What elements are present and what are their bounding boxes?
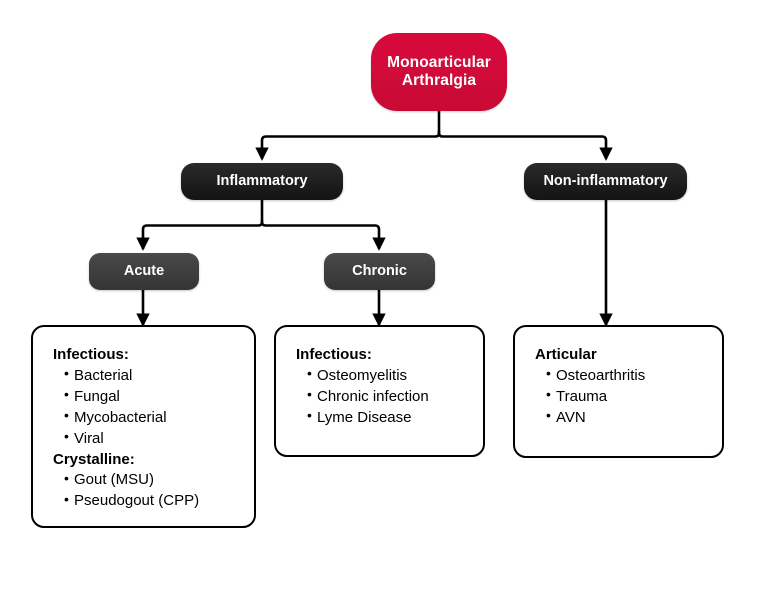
list-item: Fungal	[64, 385, 240, 407]
group-heading: Infectious:	[296, 346, 372, 363]
list-item: Gout (MSU)	[64, 469, 240, 490]
group-item-list: Bacterial Fungal Mycobacterial Viral	[53, 364, 240, 449]
group-item-list: Osteomyelitis Chronic infection Lyme Dis…	[296, 364, 469, 428]
group-heading: Infectious:	[53, 346, 129, 363]
list-item: Trauma	[546, 385, 708, 407]
edge-root-to-inflammatory	[255, 131, 441, 161]
node-root-label: Monoarticular Arthralgia	[387, 54, 491, 91]
box-chronic-content: Infectious: Osteomyelitis Chronic infect…	[296, 345, 469, 428]
edge-root-to-non-inflammatory	[437, 131, 613, 161]
box-chronic-causes: Infectious: Osteomyelitis Chronic infect…	[274, 325, 485, 457]
group-item-list: Osteoarthritis Trauma AVN	[535, 364, 708, 428]
node-chronic[interactable]: Chronic	[324, 253, 435, 290]
group-articular: Articular Osteoarthritis Trauma AVN	[535, 345, 708, 428]
node-inflammatory[interactable]: Inflammatory	[181, 163, 343, 200]
list-item: Viral	[64, 427, 240, 449]
node-acute-label: Acute	[123, 262, 165, 279]
list-item: Bacterial	[64, 364, 240, 386]
group-infectious: Infectious: Bacterial Fungal Mycobacteri…	[53, 345, 240, 449]
list-item: AVN	[546, 406, 708, 428]
group-infectious: Infectious: Osteomyelitis Chronic infect…	[296, 345, 469, 428]
edge-inflammatory-to-acute	[136, 220, 264, 251]
edge-inflammatory-to-chronic	[260, 220, 386, 251]
node-acute[interactable]: Acute	[89, 253, 199, 290]
group-item-list: Gout (MSU) Pseudogout (CPP)	[53, 469, 240, 511]
group-crystalline: Crystalline: Gout (MSU) Pseudogout (CPP)	[53, 450, 240, 512]
node-non-inflammatory[interactable]: Non-inflammatory	[524, 163, 687, 200]
group-heading: Crystalline:	[53, 450, 135, 468]
list-item: Pseudogout (CPP)	[64, 490, 240, 511]
box-acute-causes: Infectious: Bacterial Fungal Mycobacteri…	[31, 325, 256, 528]
node-non-inflammatory-label: Non-inflammatory	[543, 172, 668, 189]
box-non-inflammatory-content: Articular Osteoarthritis Trauma AVN	[535, 345, 708, 428]
node-root-line1: Monoarticular	[387, 53, 491, 71]
box-non-inflammatory-causes: Articular Osteoarthritis Trauma AVN	[513, 325, 724, 458]
list-item: Osteomyelitis	[307, 364, 469, 386]
node-monoarticular-arthralgia[interactable]: Monoarticular Arthralgia	[371, 33, 507, 111]
list-item: Lyme Disease	[307, 406, 469, 428]
node-chronic-label: Chronic	[352, 262, 407, 279]
node-inflammatory-label: Inflammatory	[216, 172, 308, 189]
group-heading: Articular	[535, 346, 597, 363]
list-item: Chronic infection	[307, 385, 469, 407]
box-acute-content: Infectious: Bacterial Fungal Mycobacteri…	[53, 345, 240, 511]
list-item: Osteoarthritis	[546, 364, 708, 386]
node-root-line2: Arthralgia	[401, 72, 477, 89]
list-item: Mycobacterial	[64, 406, 240, 428]
